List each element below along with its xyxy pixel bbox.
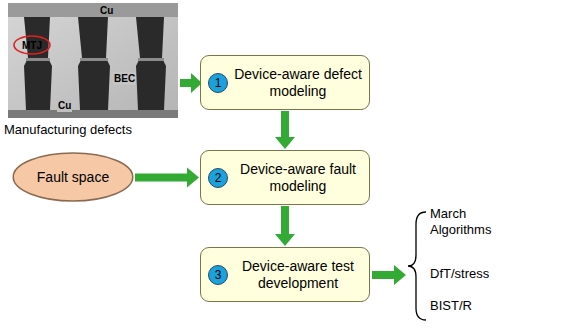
flow-arrow [135,168,199,188]
list-item: March Algorithms [430,206,510,238]
process-box: Device-aware defect modeling 1 [200,55,370,110]
process-box: Device-aware test development 3 [200,247,370,302]
material-label: BEC [113,72,136,85]
step-number: 1 [208,73,228,93]
tem-image [8,3,178,118]
node-text: Device-aware defect modeling [231,66,365,100]
material-label: Cu [57,99,72,112]
output-arrow [372,265,406,285]
node-text: Fault space [12,169,134,186]
image-caption: Manufacturing defects [4,122,132,138]
step-number-text: 2 [209,171,227,185]
material-label: Cu [99,4,114,17]
flow-arrow [275,206,295,246]
node-text: Device-aware fault modeling [231,161,365,195]
flow-arrow [275,111,295,149]
list-item: DfT/stress [430,266,489,282]
process-box: Device-aware fault modeling 2 [200,150,370,205]
step-number: 3 [208,265,228,285]
curly-brace [408,212,426,320]
step-number: 2 [208,168,228,188]
input-ellipse: Fault space [12,152,134,202]
material-label: MTJ [22,39,42,52]
step-number-text: 3 [209,268,227,282]
node-text: Device-aware test development [231,258,365,292]
list-item: BIST/R [430,298,472,314]
image-arrow [180,73,202,93]
step-number-text: 1 [209,76,227,90]
